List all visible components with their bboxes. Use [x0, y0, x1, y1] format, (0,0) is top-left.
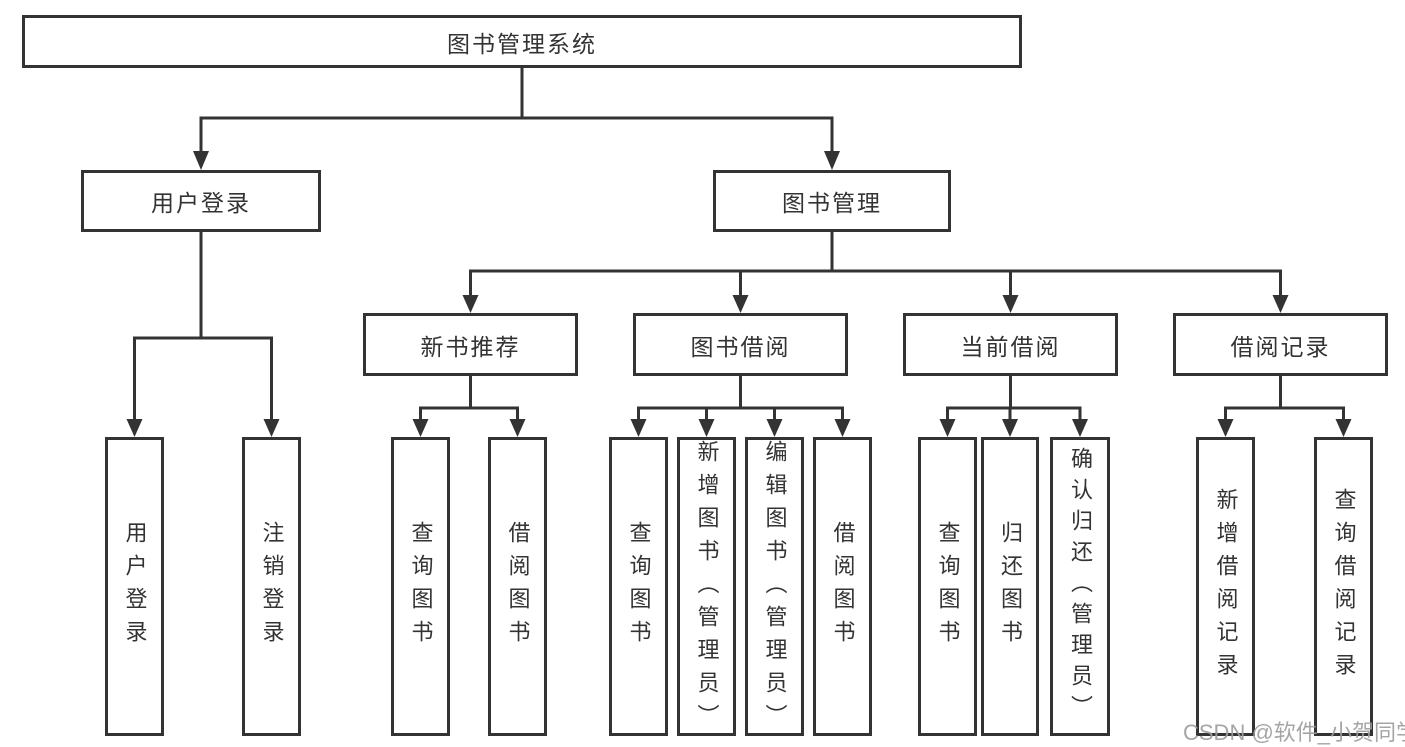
arrowhead-icon — [263, 419, 280, 437]
root-connectors — [193, 68, 840, 170]
arrowhead-icon — [698, 419, 715, 437]
leaf-add-borrow-record: 新增借阅记录 — [1196, 437, 1255, 736]
arrowhead-icon — [1217, 419, 1234, 437]
leaf-label: 查询图书 — [935, 520, 961, 653]
leaf-borrow-books: 借阅图书 — [813, 437, 872, 736]
leaf-label: 查询借阅记录 — [1331, 487, 1357, 686]
node-new-book-recommend: 新书推荐 — [363, 313, 578, 376]
node-library-system: 图书管理系统 — [22, 15, 1022, 68]
leaf-label: 借阅图书 — [830, 520, 856, 653]
borrow-records-connectors — [1217, 376, 1352, 437]
watermark: CSDN @软件_小贺同学 — [1183, 720, 1405, 745]
leaf-label: 注销登录 — [259, 520, 285, 653]
leaf-edit-book-admin: 编辑图书（管理员） — [745, 437, 804, 737]
node-borrow-records: 借阅记录 — [1173, 313, 1388, 376]
leaf-label: 用户登录 — [122, 520, 148, 653]
leaf-label: 归还图书 — [998, 520, 1023, 653]
leaf-confirm-return-admin: 确认归还（管理员） — [1050, 437, 1110, 736]
leaf-query-books-current: 查询图书 — [918, 437, 977, 736]
leaf-query-books-recommend: 查询图书 — [391, 437, 450, 736]
leaf-label: 确认归还（管理员） — [1068, 447, 1093, 726]
new-book-recommend-connectors — [412, 376, 526, 437]
book-borrow-connectors — [630, 376, 851, 437]
leaf-logout: 注销登录 — [242, 437, 301, 736]
arrowhead-icon — [462, 295, 479, 313]
leaf-label: 编辑图书（管理员） — [762, 440, 788, 737]
arrowhead-icon — [126, 419, 143, 437]
leaf-label: 借阅图书 — [505, 520, 531, 653]
arrowhead-icon — [732, 295, 749, 313]
arrowhead-icon — [630, 419, 647, 437]
arrowhead-icon — [1272, 295, 1289, 313]
leaf-label: 查询图书 — [626, 520, 652, 653]
arrowhead-icon — [412, 419, 429, 437]
node-current-borrow: 当前借阅 — [903, 313, 1118, 376]
node-book-management: 图书管理 — [713, 170, 951, 232]
current-borrow-connectors — [939, 376, 1088, 437]
leaf-add-book-admin: 新增图书（管理员） — [677, 437, 736, 737]
leaf-return-book: 归还图书 — [981, 437, 1039, 736]
arrowhead-icon — [766, 419, 783, 437]
node-user-login: 用户登录 — [81, 170, 321, 232]
arrowhead-icon — [193, 151, 209, 170]
leaf-label: 查询图书 — [408, 520, 434, 653]
arrowhead-icon — [939, 419, 956, 437]
arrowhead-icon — [834, 419, 851, 437]
arrowhead-icon — [1072, 419, 1088, 437]
leaf-query-books-borrow: 查询图书 — [609, 437, 668, 736]
arrowhead-icon — [509, 419, 526, 437]
leaf-query-borrow-record: 查询借阅记录 — [1314, 437, 1373, 736]
arrowhead-icon — [1335, 419, 1352, 437]
user-login-connectors — [126, 232, 280, 437]
leaf-label: 新增借阅记录 — [1213, 487, 1239, 686]
leaf-label: 新增图书（管理员） — [694, 440, 720, 737]
arrowhead-icon — [1002, 295, 1019, 313]
book-management-connectors — [462, 232, 1289, 313]
arrowhead-icon — [1002, 419, 1018, 437]
arrowhead-icon — [824, 151, 840, 170]
leaf-user-login: 用户登录 — [105, 437, 164, 736]
node-book-borrow: 图书借阅 — [633, 313, 848, 376]
leaf-borrow-books-recommend: 借阅图书 — [488, 437, 547, 736]
